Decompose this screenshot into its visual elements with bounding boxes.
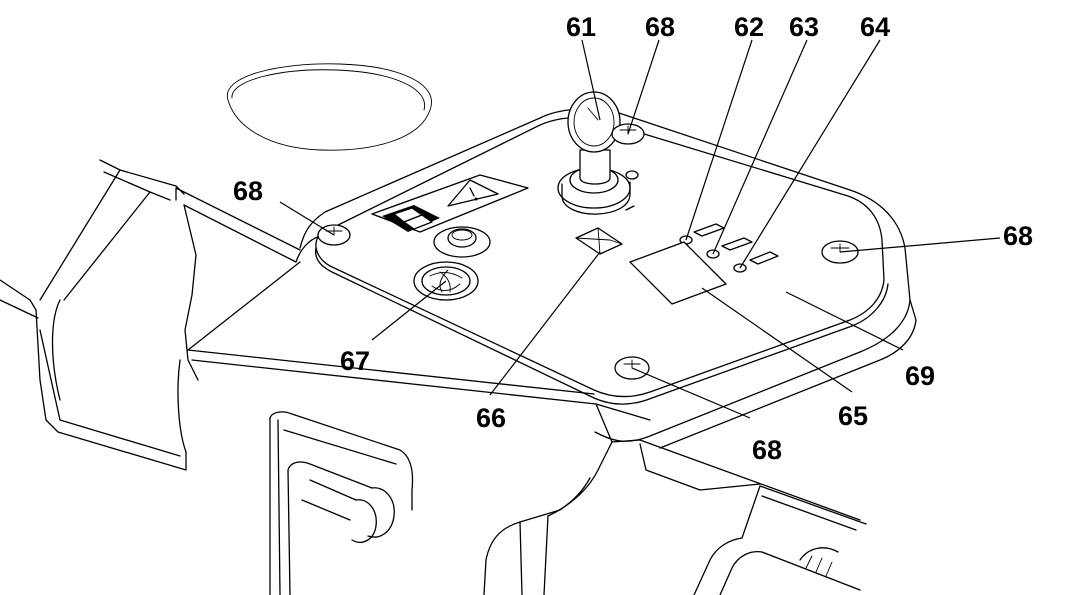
callout-66: 66 [476,403,507,433]
machine-body [0,63,917,595]
callout-64: 64 [860,12,891,42]
indicator-64 [733,251,779,273]
callout-69: 69 [905,361,936,391]
knob [433,226,491,258]
callout-68-left: 68 [233,176,264,206]
indicator-63 [706,237,753,259]
callout-68-right: 68 [1003,221,1034,251]
callout-65: 65 [838,401,869,431]
callout-67: 67 [340,346,371,376]
callout-68-bottom: 68 [752,435,783,465]
rotary-switch [413,261,479,301]
envelope-icon [575,227,623,255]
warning-decal [371,174,529,233]
callout-62: 62 [734,12,765,42]
callout-63: 63 [789,12,820,42]
callout-68-key-screw: 68 [645,12,676,42]
leader-lines [279,39,1001,419]
key-switch [557,91,639,215]
callout-61: 61 [566,12,597,42]
